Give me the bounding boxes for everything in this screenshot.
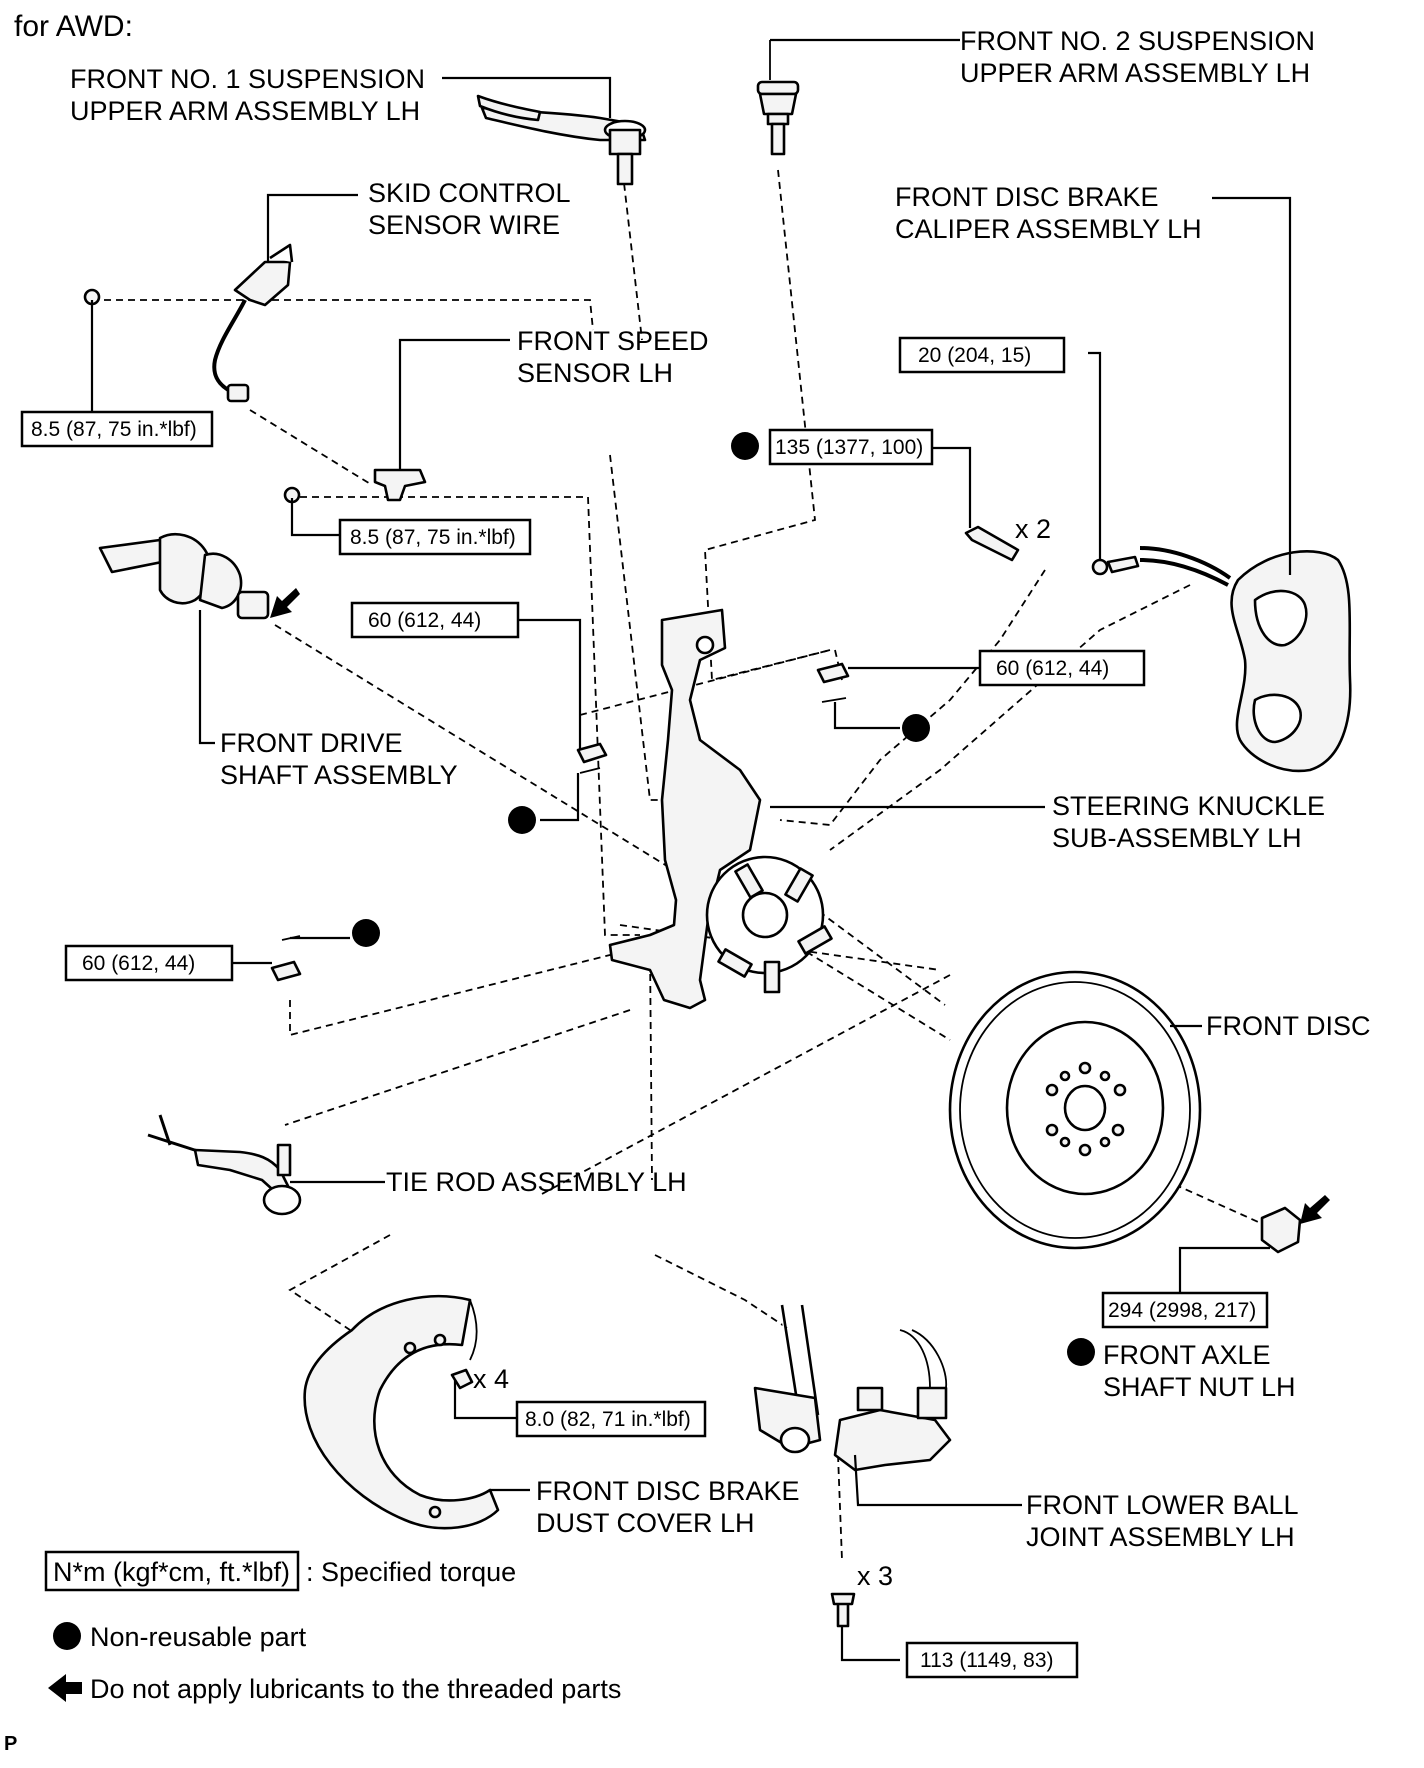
upper-arm-no2-label-l2: UPPER ARM ASSEMBLY LH bbox=[960, 58, 1310, 88]
torque-box-dust-cover-bolt: 8.0 (82, 71 in.*lbf) bbox=[515, 1400, 707, 1438]
corner-mark: P bbox=[4, 1733, 17, 1755]
skid-sensor-wire-label-l1: SKID CONTROL bbox=[368, 178, 571, 208]
non-reusable-dot-tie-rod bbox=[352, 919, 380, 947]
dust-cover-bolts-quantity: x 4 bbox=[473, 1364, 509, 1394]
torque-box-caliper-sensor-bolt: 20 (204, 15) bbox=[898, 336, 1066, 374]
torque-box-upper-no1-nut: 60 (612, 44) bbox=[350, 601, 520, 639]
legend-torque-text: : Specified torque bbox=[306, 1557, 516, 1587]
steering-knuckle-drawing bbox=[608, 608, 833, 1010]
torque-box-upper-no2-nut: 60 (612, 44) bbox=[978, 649, 1146, 687]
torque-value: 60 (612, 44) bbox=[996, 657, 1109, 680]
torque-box-tie-rod-nut: 60 (612, 44) bbox=[64, 944, 234, 982]
tie-rod-label: TIE ROD ASSEMBLY LH bbox=[386, 1167, 687, 1197]
non-reusable-dot bbox=[731, 432, 759, 460]
non-reusable-dot-upper-no2 bbox=[902, 714, 930, 742]
dust-cover-label-l2: DUST COVER LH bbox=[536, 1508, 755, 1538]
non-reusable-dot-upper-no1 bbox=[508, 806, 536, 834]
front-disc-drawing bbox=[948, 970, 1202, 1250]
axle-nut-drawing bbox=[1260, 1195, 1330, 1254]
torque-box-axle-nut: 294 (2998, 217) bbox=[1101, 1291, 1269, 1329]
skid-sensor-wire-drawing bbox=[212, 243, 294, 403]
legend-torque-unit: N*m (kgf*cm, ft.*lbf) bbox=[53, 1557, 290, 1587]
torque-value: 135 (1377, 100) bbox=[775, 436, 923, 459]
drive-shaft-label-l2: SHAFT ASSEMBLY bbox=[220, 760, 458, 790]
legend-torque-box bbox=[44, 1550, 300, 1592]
legend-non-reusable-text: Non-reusable part bbox=[90, 1622, 307, 1652]
torque-box-wire-bolt: 8.5 (87, 75 in.*lbf) bbox=[20, 410, 214, 448]
torque-value: 8.5 (87, 75 in.*lbf) bbox=[350, 526, 516, 549]
torque-value: 113 (1149, 83) bbox=[920, 1649, 1054, 1672]
caliper-label-l2: CALIPER ASSEMBLY LH bbox=[895, 214, 1202, 244]
torque-value: 294 (2998, 217) bbox=[1108, 1299, 1256, 1322]
tie-rod-drawing bbox=[147, 1114, 302, 1216]
torque-value: 60 (612, 44) bbox=[368, 609, 481, 632]
drive-shaft-drawing bbox=[98, 533, 300, 620]
legend: N*m (kgf*cm, ft.*lbf) : Specified torque… bbox=[44, 1550, 621, 1704]
torque-value: 20 (204, 15) bbox=[918, 344, 1031, 367]
caliper-drawing bbox=[1230, 550, 1352, 773]
speed-sensor-label-l2: SENSOR LH bbox=[517, 358, 673, 388]
ball-joint-label-l2: JOINT ASSEMBLY LH bbox=[1026, 1522, 1295, 1552]
torque-value: 8.5 (87, 75 in.*lbf) bbox=[31, 418, 197, 441]
knuckle-label-l1: STEERING KNUCKLE bbox=[1052, 791, 1325, 821]
upper-arm-no1-label-l2: UPPER ARM ASSEMBLY LH bbox=[70, 96, 420, 126]
ball-joint-drawing bbox=[753, 1304, 952, 1472]
upper-arm-no1-drawing bbox=[476, 94, 647, 186]
axle-nut-label-l1: FRONT AXLE bbox=[1103, 1340, 1271, 1370]
header-text: for AWD: bbox=[14, 10, 133, 43]
torque-box-sensor-bolt: 8.5 (87, 75 in.*lbf) bbox=[338, 518, 532, 556]
dust-cover-label-l1: FRONT DISC BRAKE bbox=[536, 1476, 800, 1506]
front-disc-label: FRONT DISC bbox=[1206, 1011, 1371, 1041]
speed-sensor-drawing bbox=[373, 468, 427, 502]
ball-joint-bolts-quantity: x 3 bbox=[857, 1561, 893, 1591]
ball-joint-label-l1: FRONT LOWER BALL bbox=[1026, 1490, 1299, 1520]
legend-no-lubricant-text: Do not apply lubricants to the threaded … bbox=[90, 1674, 621, 1704]
legend-non-reusable-dot bbox=[53, 1622, 81, 1650]
upper-arm-no1-label-l1: FRONT NO. 1 SUSPENSION bbox=[70, 64, 425, 94]
knuckle-label-l2: SUB-ASSEMBLY LH bbox=[1052, 823, 1302, 853]
torque-value: 8.0 (82, 71 in.*lbf) bbox=[525, 1408, 691, 1431]
axle-nut-label-l2: SHAFT NUT LH bbox=[1103, 1372, 1296, 1402]
speed-sensor-label-l1: FRONT SPEED bbox=[517, 326, 709, 356]
bolt-drawings bbox=[83, 288, 1232, 1628]
torque-value: 60 (612, 44) bbox=[82, 952, 195, 975]
torque-box-ball-joint-bolt: 113 (1149, 83) bbox=[905, 1641, 1079, 1679]
nut-drawings bbox=[270, 662, 850, 982]
caliper-bolts-quantity: x 2 bbox=[1015, 514, 1051, 544]
upper-arm-no2-drawing bbox=[756, 40, 800, 156]
non-reusable-dot-axle-nut bbox=[1067, 1338, 1095, 1366]
legend-arrow-icon bbox=[48, 1674, 82, 1702]
torque-box-caliper-bolts: 135 (1377, 100) bbox=[731, 428, 934, 466]
drive-shaft-label-l1: FRONT DRIVE bbox=[220, 728, 403, 758]
upper-arm-no2-label-l1: FRONT NO. 2 SUSPENSION bbox=[960, 26, 1315, 56]
dust-cover-drawing bbox=[303, 1294, 500, 1530]
leader-lines bbox=[90, 38, 1292, 1662]
skid-sensor-wire-label-l2: SENSOR WIRE bbox=[368, 210, 560, 240]
caliper-label-l1: FRONT DISC BRAKE bbox=[895, 182, 1159, 212]
